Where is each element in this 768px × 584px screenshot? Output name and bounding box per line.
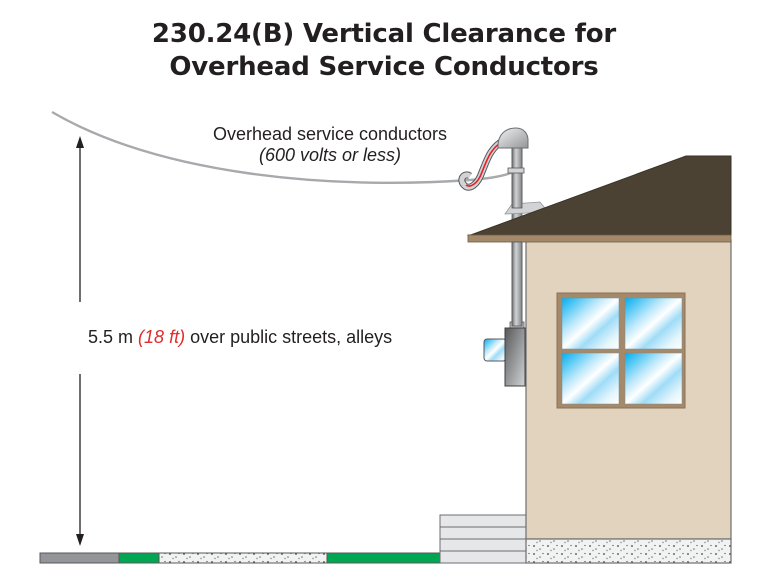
weatherhead xyxy=(497,127,529,149)
ground-line xyxy=(39,552,441,564)
conductor-label: Overhead service conductors (600 volts o… xyxy=(180,124,480,166)
meter-base xyxy=(483,327,526,387)
house-window xyxy=(556,292,686,409)
service-mast-upper xyxy=(511,147,523,209)
meter-enclosure xyxy=(504,327,526,387)
conductor-clamp xyxy=(507,167,525,174)
grass-segment xyxy=(118,552,160,564)
roof-fascia xyxy=(467,234,732,243)
entry-steps xyxy=(439,514,527,564)
roof xyxy=(467,155,732,237)
title-line-2: Overhead Service Conductors xyxy=(169,52,599,82)
clearance-imperial: (18 ft) xyxy=(138,327,186,347)
clearance-metric: 5.5 m xyxy=(88,327,134,347)
sidewalk-segment xyxy=(158,552,328,564)
conductor-label-title: Overhead service conductors xyxy=(212,124,448,144)
drip-loop xyxy=(458,136,506,191)
arrow-up-icon xyxy=(76,136,84,148)
meter-glass xyxy=(483,338,507,362)
grass-segment xyxy=(326,552,441,564)
street-segment xyxy=(39,552,120,564)
diagram-title: 230.24(B) Vertical Clearance for Overhea… xyxy=(0,18,768,84)
overhead-conductor-line xyxy=(51,110,516,185)
service-mast-lower xyxy=(511,241,523,327)
clearance-label: 5.5 m (18 ft) over public streets, alley… xyxy=(88,326,392,348)
title-line-1: 230.24(B) Vertical Clearance for xyxy=(151,19,617,49)
clearance-description: over public streets, alleys xyxy=(190,327,393,347)
clearance-dimension-arrow xyxy=(76,136,84,546)
conductor-label-voltage: (600 volts or less) xyxy=(258,145,402,165)
house-foundation xyxy=(525,538,732,564)
arrow-down-icon xyxy=(76,534,84,546)
